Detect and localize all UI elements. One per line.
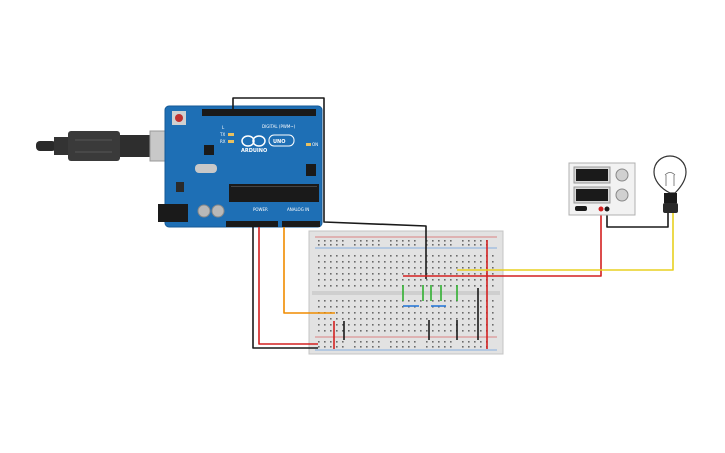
- breadboard[interactable]: [308, 230, 504, 355]
- voltage-knob[interactable]: [615, 168, 629, 182]
- red-supply-wire[interactable]: [403, 210, 602, 277]
- red-wire-5v[interactable]: [258, 227, 318, 345]
- rx-label: RX: [220, 139, 226, 144]
- power-label: POWER: [253, 207, 268, 212]
- on-led: [306, 143, 311, 146]
- arduino-logo: [241, 134, 295, 147]
- usb-chip: [204, 145, 214, 155]
- yellow-wire[interactable]: [457, 213, 674, 271]
- bulb-socket: [664, 193, 677, 203]
- orange-wire-a0[interactable]: [283, 227, 335, 314]
- light-bulb[interactable]: [653, 155, 687, 213]
- on-label: ON: [312, 142, 318, 147]
- positive-terminal[interactable]: [598, 206, 604, 212]
- voltage-display: [576, 169, 608, 181]
- current-knob[interactable]: [615, 188, 629, 202]
- digital-label: DIGITAL (PWM~): [262, 124, 296, 129]
- tx-led: [228, 133, 234, 136]
- digital-header[interactable]: [202, 109, 316, 116]
- analog-header[interactable]: [282, 221, 320, 227]
- rx-led: [228, 140, 234, 143]
- barrel-jack[interactable]: [158, 204, 188, 222]
- power-switch[interactable]: [575, 206, 587, 211]
- l-label: L: [222, 125, 225, 130]
- negative-terminal[interactable]: [604, 206, 610, 212]
- brand-label: ARDUINO: [241, 148, 267, 154]
- black-wire-top[interactable]: [232, 97, 427, 279]
- tx-label: TX: [219, 132, 225, 137]
- current-display: [576, 189, 608, 201]
- arduino-uno-board[interactable]: DIGITAL (PWM~) ARDUINO UNO TX RX L ON PO…: [158, 105, 323, 228]
- voltage-regulator: [176, 182, 184, 192]
- power-header[interactable]: [226, 221, 278, 227]
- power-supply[interactable]: [568, 162, 636, 216]
- capacitor-1: [197, 204, 211, 218]
- model-label: UNO: [273, 139, 286, 145]
- analog-label: ANALOG IN: [287, 207, 309, 212]
- wires: [232, 97, 674, 349]
- black-wire-gnd[interactable]: [252, 227, 318, 349]
- icsp-header: [306, 164, 316, 176]
- usb-cable[interactable]: [36, 130, 185, 162]
- black-supply-wire[interactable]: [606, 210, 669, 228]
- reset-button[interactable]: [175, 114, 183, 122]
- atmega-chip: [229, 184, 319, 202]
- crystal: [195, 164, 217, 173]
- capacitor-2: [211, 204, 225, 218]
